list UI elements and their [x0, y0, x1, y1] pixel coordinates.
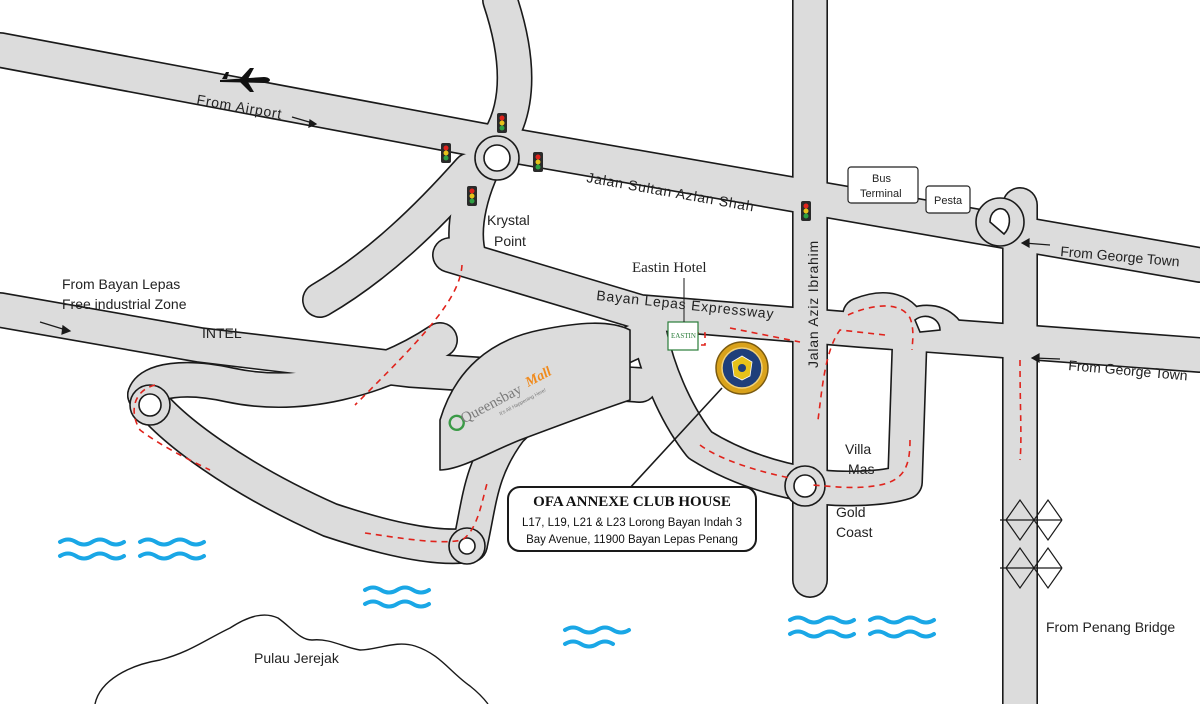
club-house-callout	[507, 486, 757, 552]
traffic-light-icon	[441, 113, 811, 221]
club-house-title: OFA ANNEXE CLUB HOUSE	[533, 494, 731, 510]
bus-terminal-label-2: Terminal	[860, 188, 902, 200]
gold-coast-label-2: Coast	[836, 524, 873, 540]
krystal-label-2: Point	[494, 233, 526, 249]
villa-label-1: Villa	[845, 441, 871, 457]
club-house-address-2: Bay Avenue, 11900 Bayan Lepas Penang	[526, 534, 738, 546]
pulau-jerejak-label: Pulau Jerejak	[254, 650, 340, 666]
jalan-aziz-label: Jalan Aziz Ibrahim	[805, 240, 821, 368]
gold-coast-label-1: Gold	[836, 504, 866, 520]
intel-label: INTEL	[202, 325, 242, 341]
pulau-jerejak-coast	[94, 614, 489, 704]
arrow-icon	[39, 116, 1061, 364]
club-house-address-1: L17, L19, L21 & L23 Lorong Bayan Indah 3	[522, 517, 742, 529]
pesta-label: Pesta	[934, 195, 963, 207]
pesta-box	[925, 185, 971, 214]
from-bayan-label-2: Free industrial Zone	[62, 296, 187, 312]
eastin-sign-text: EASTIN	[671, 332, 696, 340]
from-penang-bridge-label: From Penang Bridge	[1046, 619, 1175, 635]
villa-label-2: Mas	[848, 461, 874, 477]
wave-icon	[58, 537, 936, 649]
from-bayan-label-1: From Bayan Lepas	[62, 276, 180, 292]
queensbay-mall-block	[439, 322, 631, 471]
bus-terminal-box	[847, 166, 919, 204]
bus-terminal-label-1: Bus	[872, 173, 891, 185]
krystal-label-1: Krystal	[487, 212, 530, 228]
airplane-icon	[220, 68, 270, 92]
club-logo-icon	[715, 341, 769, 395]
eastin-hotel-sign	[667, 321, 699, 351]
eastin-hotel-label: Eastin Hotel	[632, 260, 707, 276]
callout-line	[627, 387, 723, 491]
bridge-icon	[1000, 498, 1063, 590]
